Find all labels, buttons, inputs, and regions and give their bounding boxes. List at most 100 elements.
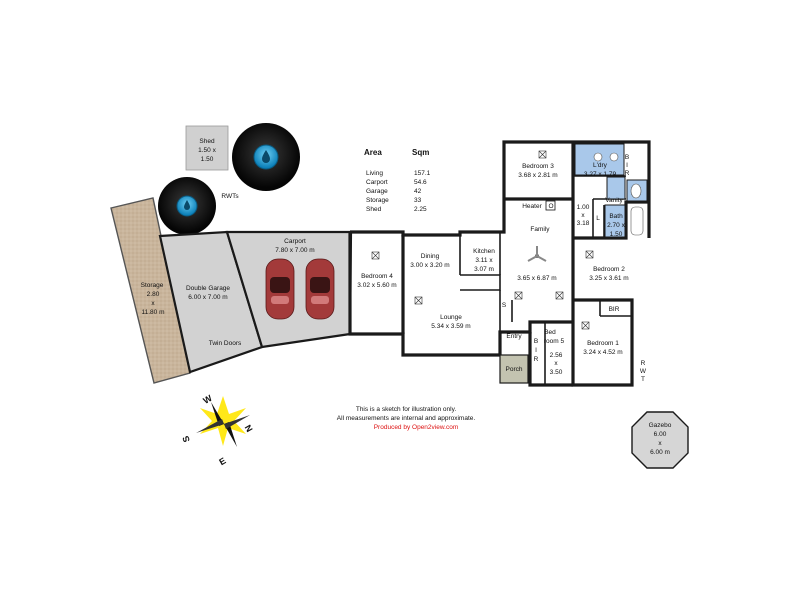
compass-s: S: [180, 434, 191, 443]
area-row-label: Storage: [366, 197, 389, 204]
porch-label: Porch: [506, 366, 523, 373]
gazebo-dim3: 6.00 m: [650, 449, 670, 456]
bir-bed5-l1: B: [534, 338, 538, 345]
toilet-icon: [630, 183, 642, 199]
bedroom2-label: Bedroom 2: [593, 266, 625, 273]
gazebo-label: Gazebo: [649, 422, 672, 429]
carport-label: Carport: [284, 238, 306, 245]
note-line2: All measurements are internal and approx…: [337, 415, 476, 422]
light-fittings: [371, 150, 594, 330]
area-table: Area Sqm Living 157.1 Carport 54.6 Garag…: [364, 148, 431, 213]
area-row-value: 54.6: [414, 179, 427, 186]
shed-dim2: 1.50: [201, 156, 214, 163]
entry-label: Entry: [506, 333, 522, 340]
bir-bed5-l3: R: [534, 356, 539, 363]
sqm-header: Sqm: [412, 148, 429, 157]
hall-dim-l2: x: [581, 212, 585, 219]
double-garage-label: Double Garage: [186, 285, 230, 292]
light-icon: [538, 150, 547, 159]
laundry-label: L'dry: [593, 162, 608, 169]
bedroom5-name2: room 5: [544, 338, 565, 345]
gazebo-dim2: x: [658, 440, 662, 447]
light-icon: [555, 291, 564, 300]
room-labels: Bedroom 4 3.02 x 5.60 m Dining 3.00 x 3.…: [357, 154, 647, 383]
rwt-side-l3: T: [641, 376, 645, 383]
hall-dim-l3: 3.18: [577, 220, 590, 227]
compass-n: N: [243, 423, 255, 434]
bath-dim2: 1.50: [610, 231, 623, 238]
light-icon: [585, 250, 594, 259]
bathtub-icon: [630, 206, 644, 236]
dining-label: Dining: [421, 253, 440, 260]
kitchen-dim1: 3.11 x: [475, 257, 493, 264]
bedroom3-dim: 3.68 x 2.81 m: [518, 172, 557, 179]
disclaimer: This is a sketch for illustration only. …: [337, 406, 476, 431]
bath-label: Bath: [609, 213, 623, 220]
heater-icon: [545, 200, 556, 211]
bedroom5-dim3: 3.50: [550, 369, 563, 376]
porch-area: [499, 354, 529, 384]
carport-dim: 7.80 x 7.00 m: [275, 247, 314, 254]
heater-mark: O: [548, 203, 553, 210]
laundry-dim: 3.27 x 1.79: [584, 171, 617, 178]
shed-label: Shed: [199, 138, 215, 145]
gazebo: Gazebo 6.00 x 6.00 m: [631, 411, 689, 469]
gazebo-dim1: 6.00: [654, 431, 667, 438]
bedroom1-label: Bedroom 1: [587, 340, 619, 347]
bedroom1-dim: 3.24 x 4.52 m: [583, 349, 622, 356]
bir-mid-label: BIR: [609, 306, 620, 313]
kitchen-dim2: 3.07 m: [474, 266, 494, 273]
area-row-value: 157.1: [414, 170, 431, 177]
bedroom5-dim1: 2.56: [550, 352, 563, 359]
bir-top-l2: I: [626, 162, 628, 169]
s-cupboard-label: S: [502, 302, 507, 309]
bedroom3-label: Bedroom 3: [522, 163, 554, 170]
bedroom4-label: Bedroom 4: [361, 273, 393, 280]
rwt-side-l2: W: [640, 368, 647, 375]
shed-dim1: 1.50 x: [198, 147, 216, 154]
rwt-side-l1: R: [641, 360, 646, 367]
linen-label: L: [596, 215, 600, 222]
tub-icon: [609, 152, 619, 162]
lounge-label: Lounge: [440, 314, 462, 321]
compass-w: W: [201, 393, 214, 406]
car-icon: [305, 258, 335, 320]
compass-rose: W N S E: [180, 393, 254, 468]
bir-bed5-l2: I: [535, 347, 537, 354]
bir-top-l3: R: [625, 170, 630, 177]
light-icon: [371, 251, 380, 260]
family-dim: 3.65 x 6.87 m: [517, 275, 556, 282]
storage-label: Storage: [141, 282, 164, 289]
storage-dim3: 11.80 m: [141, 309, 164, 316]
bir-top-l1: B: [625, 154, 629, 161]
area-row-label: Carport: [366, 179, 388, 186]
note-line1: This is a sketch for illustration only.: [356, 406, 456, 413]
area-row-label: Garage: [366, 188, 388, 195]
rwts-label: RWTs: [221, 193, 239, 200]
storage-dim1: 2.80: [147, 291, 160, 298]
heater-label: Heater: [522, 203, 542, 210]
sink-icon: [593, 152, 603, 162]
bedroom5-name1: Bed: [544, 329, 556, 336]
light-icon: [414, 296, 423, 305]
hall-dim-l1: 1.00: [577, 204, 590, 211]
storage-dim2: x: [151, 300, 155, 307]
double-garage-dim: 6.00 x 7.00 m: [188, 294, 227, 301]
credit-link[interactable]: Produced by Open2view.com: [374, 424, 459, 431]
rainwater-tank-large: [232, 123, 300, 191]
area-row-value: 33: [414, 197, 422, 204]
lounge-dim: 5.34 x 3.59 m: [431, 323, 470, 330]
bedroom5-dim2: x: [554, 360, 558, 367]
bedroom2-dim: 3.25 x 3.61 m: [589, 275, 628, 282]
area-row-label: Shed: [366, 206, 382, 213]
area-header: Area: [364, 148, 382, 157]
vanity-label: Vanity: [605, 197, 623, 204]
car-icon: [265, 258, 295, 320]
bath-dim1: 2.70 x: [607, 222, 625, 229]
area-row-value: 2.25: [414, 206, 427, 213]
shed: Shed 1.50 x 1.50: [185, 125, 229, 171]
area-row-value: 42: [414, 188, 422, 195]
ceiling-fan-icon: [527, 246, 547, 262]
water-drop-icon: [184, 200, 190, 210]
